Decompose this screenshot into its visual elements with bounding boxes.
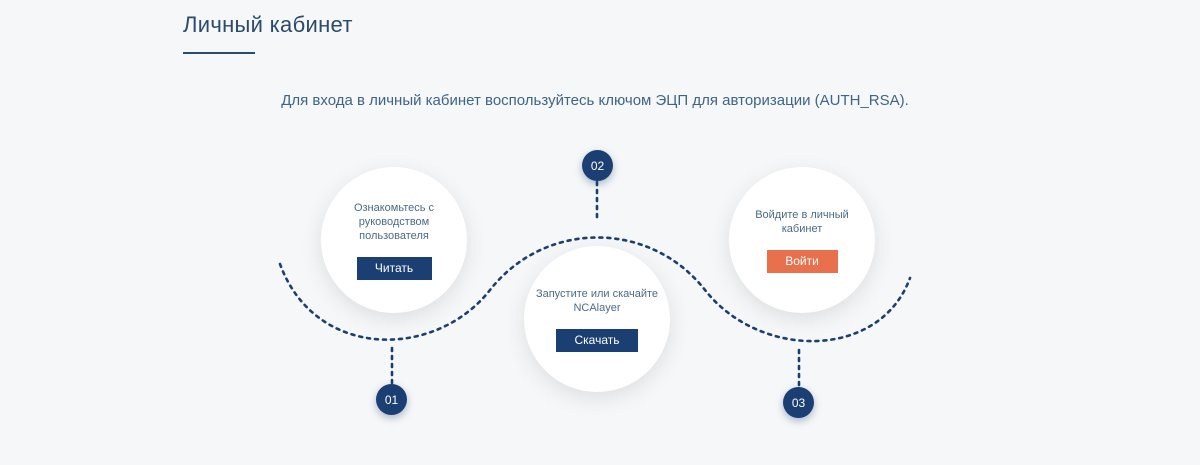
step-01-text: Ознакомьтесь с руководством пользователя [353, 201, 435, 242]
step-badge-02: 02 [582, 150, 613, 181]
step-card-02: Запустите или скачайте NCAlayer Скачать [524, 246, 670, 392]
read-guide-button[interactable]: Читать [356, 256, 432, 280]
page-subtitle: Для входа в личный кабинет воспользуйтес… [281, 92, 909, 109]
step-card-01: Ознакомьтесь с руководством пользователя… [321, 167, 467, 313]
title-underline [183, 52, 255, 54]
step-badge-03: 03 [783, 387, 814, 418]
step-03-text: Войдите в личный кабинет [755, 208, 849, 235]
step-badge-01: 01 [376, 384, 407, 415]
wave-line [278, 236, 912, 343]
step-02-text: Запустите или скачайте NCAlayer [535, 287, 659, 314]
step-card-03: Войдите в личный кабинет Войти [729, 167, 875, 313]
login-button[interactable]: Войти [766, 249, 838, 273]
download-ncalayer-button[interactable]: Скачать [556, 328, 638, 352]
page-title: Личный кабинет [183, 12, 353, 37]
